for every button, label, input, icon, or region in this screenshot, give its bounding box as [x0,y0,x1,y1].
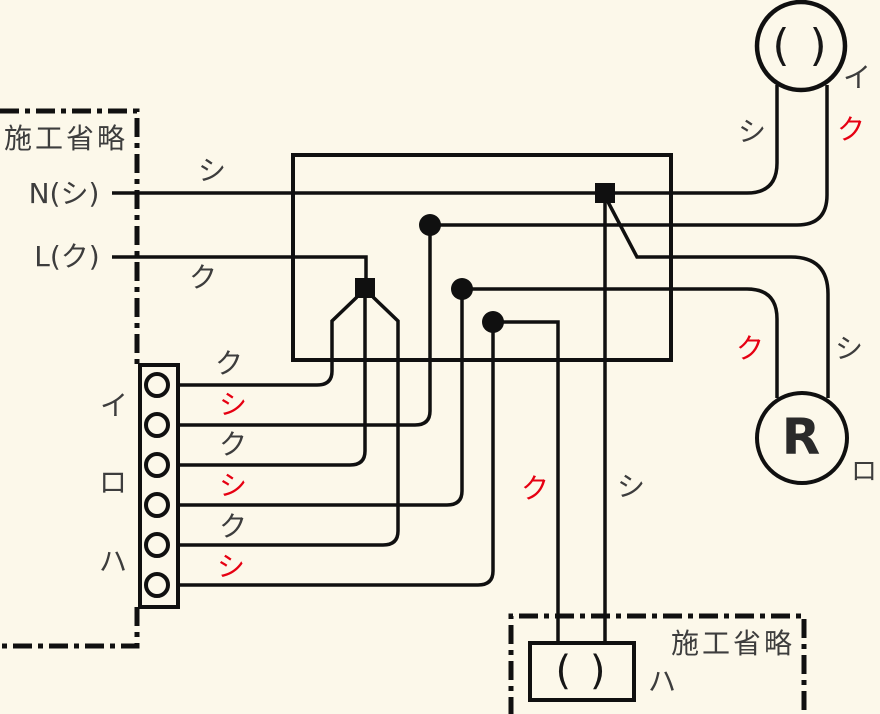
ceiling-lamp-symbol: ( ) [772,20,830,71]
omitted-lamp-panel-title: 施工省略 [670,627,796,660]
terminal-i-bottom [144,412,170,438]
junction-box [291,153,673,362]
wire-relay-ha-bottom-to-junction [168,325,495,587]
live-terminal-label: L(ク) [34,240,100,273]
wire-junction-to-lamp-ha-left [496,320,560,645]
receptacle-left-wire-label: ク [735,332,765,365]
wire-l-to-connector [112,255,368,280]
ceiling-lamp-name: イ [842,61,872,94]
junction-dot-relay-ha [482,311,504,333]
source-panel-title: 施工省略 [3,122,129,155]
wire-connector-to-relay-ha-top [168,295,400,547]
lamp-ha-right-wire-label: シ [616,470,646,503]
terminal-ro-top [144,452,170,478]
omitted-lamp-panel-border [508,613,807,714]
receptacle-right-wire-label: シ [834,332,864,365]
relay-i-top-wire-label: ク [214,347,244,380]
junction-dot-relay-i [419,214,441,236]
relay-ro-bottom-wire-label: シ [218,469,248,502]
wire-junction-to-receptacle-left [465,287,779,398]
relay-terminal-block [138,363,180,609]
relay-ha-top-wire-label: ク [218,510,248,543]
relay-ro-top-wire-label: ク [218,428,248,461]
wire-n-connector-to-receptacle-right [605,199,830,398]
omitted-lamp-symbol: ( ) [555,648,609,694]
terminal-ro-bottom [144,492,170,518]
terminal-i-top [144,372,170,398]
receptacle-name: ロ [850,457,878,487]
receptacle-symbol-circle [755,391,849,485]
wire-connector-to-relay-i-top [168,295,359,387]
wires [112,85,830,645]
terminal-ha-bottom [144,572,170,598]
wire-relay-i-bottom-to-junction [168,228,432,427]
receptacle-symbol: R [781,408,821,466]
n-connection-square [595,183,615,203]
l-connection-square [355,278,375,298]
omitted-lamp-symbol-box [528,641,636,702]
relay-ha-name: ハ [98,545,128,578]
relay-ro-name: ロ [98,466,128,499]
ceiling-lamp-right-wire-label: ク [836,113,866,146]
neutral-wire-label: シ [197,154,227,187]
omitted-lamp-name: ハ [647,665,677,698]
lamp-ha-left-wire-label: ク [520,472,550,505]
ceiling-lamp-symbol-circle [754,0,848,93]
neutral-terminal-label: N(シ) [28,177,100,210]
wire-n-to-lamp-i-left [112,85,779,195]
live-wire-label: ク [188,261,218,294]
junction-dot-relay-ro [451,278,473,300]
relay-i-bottom-wire-label: シ [218,388,248,421]
source-panel-border [0,108,140,649]
relay-i-name: イ [99,389,129,422]
ceiling-lamp-left-wire-label: シ [737,115,767,148]
relay-ha-bottom-wire-label: シ [216,550,246,583]
wire-lamp-i-right-to-junction [430,85,829,227]
terminal-ha-top [144,532,170,558]
wire-connector-to-relay-ro-top [168,298,367,467]
wire-relay-ro-bottom-to-junction [168,292,464,507]
